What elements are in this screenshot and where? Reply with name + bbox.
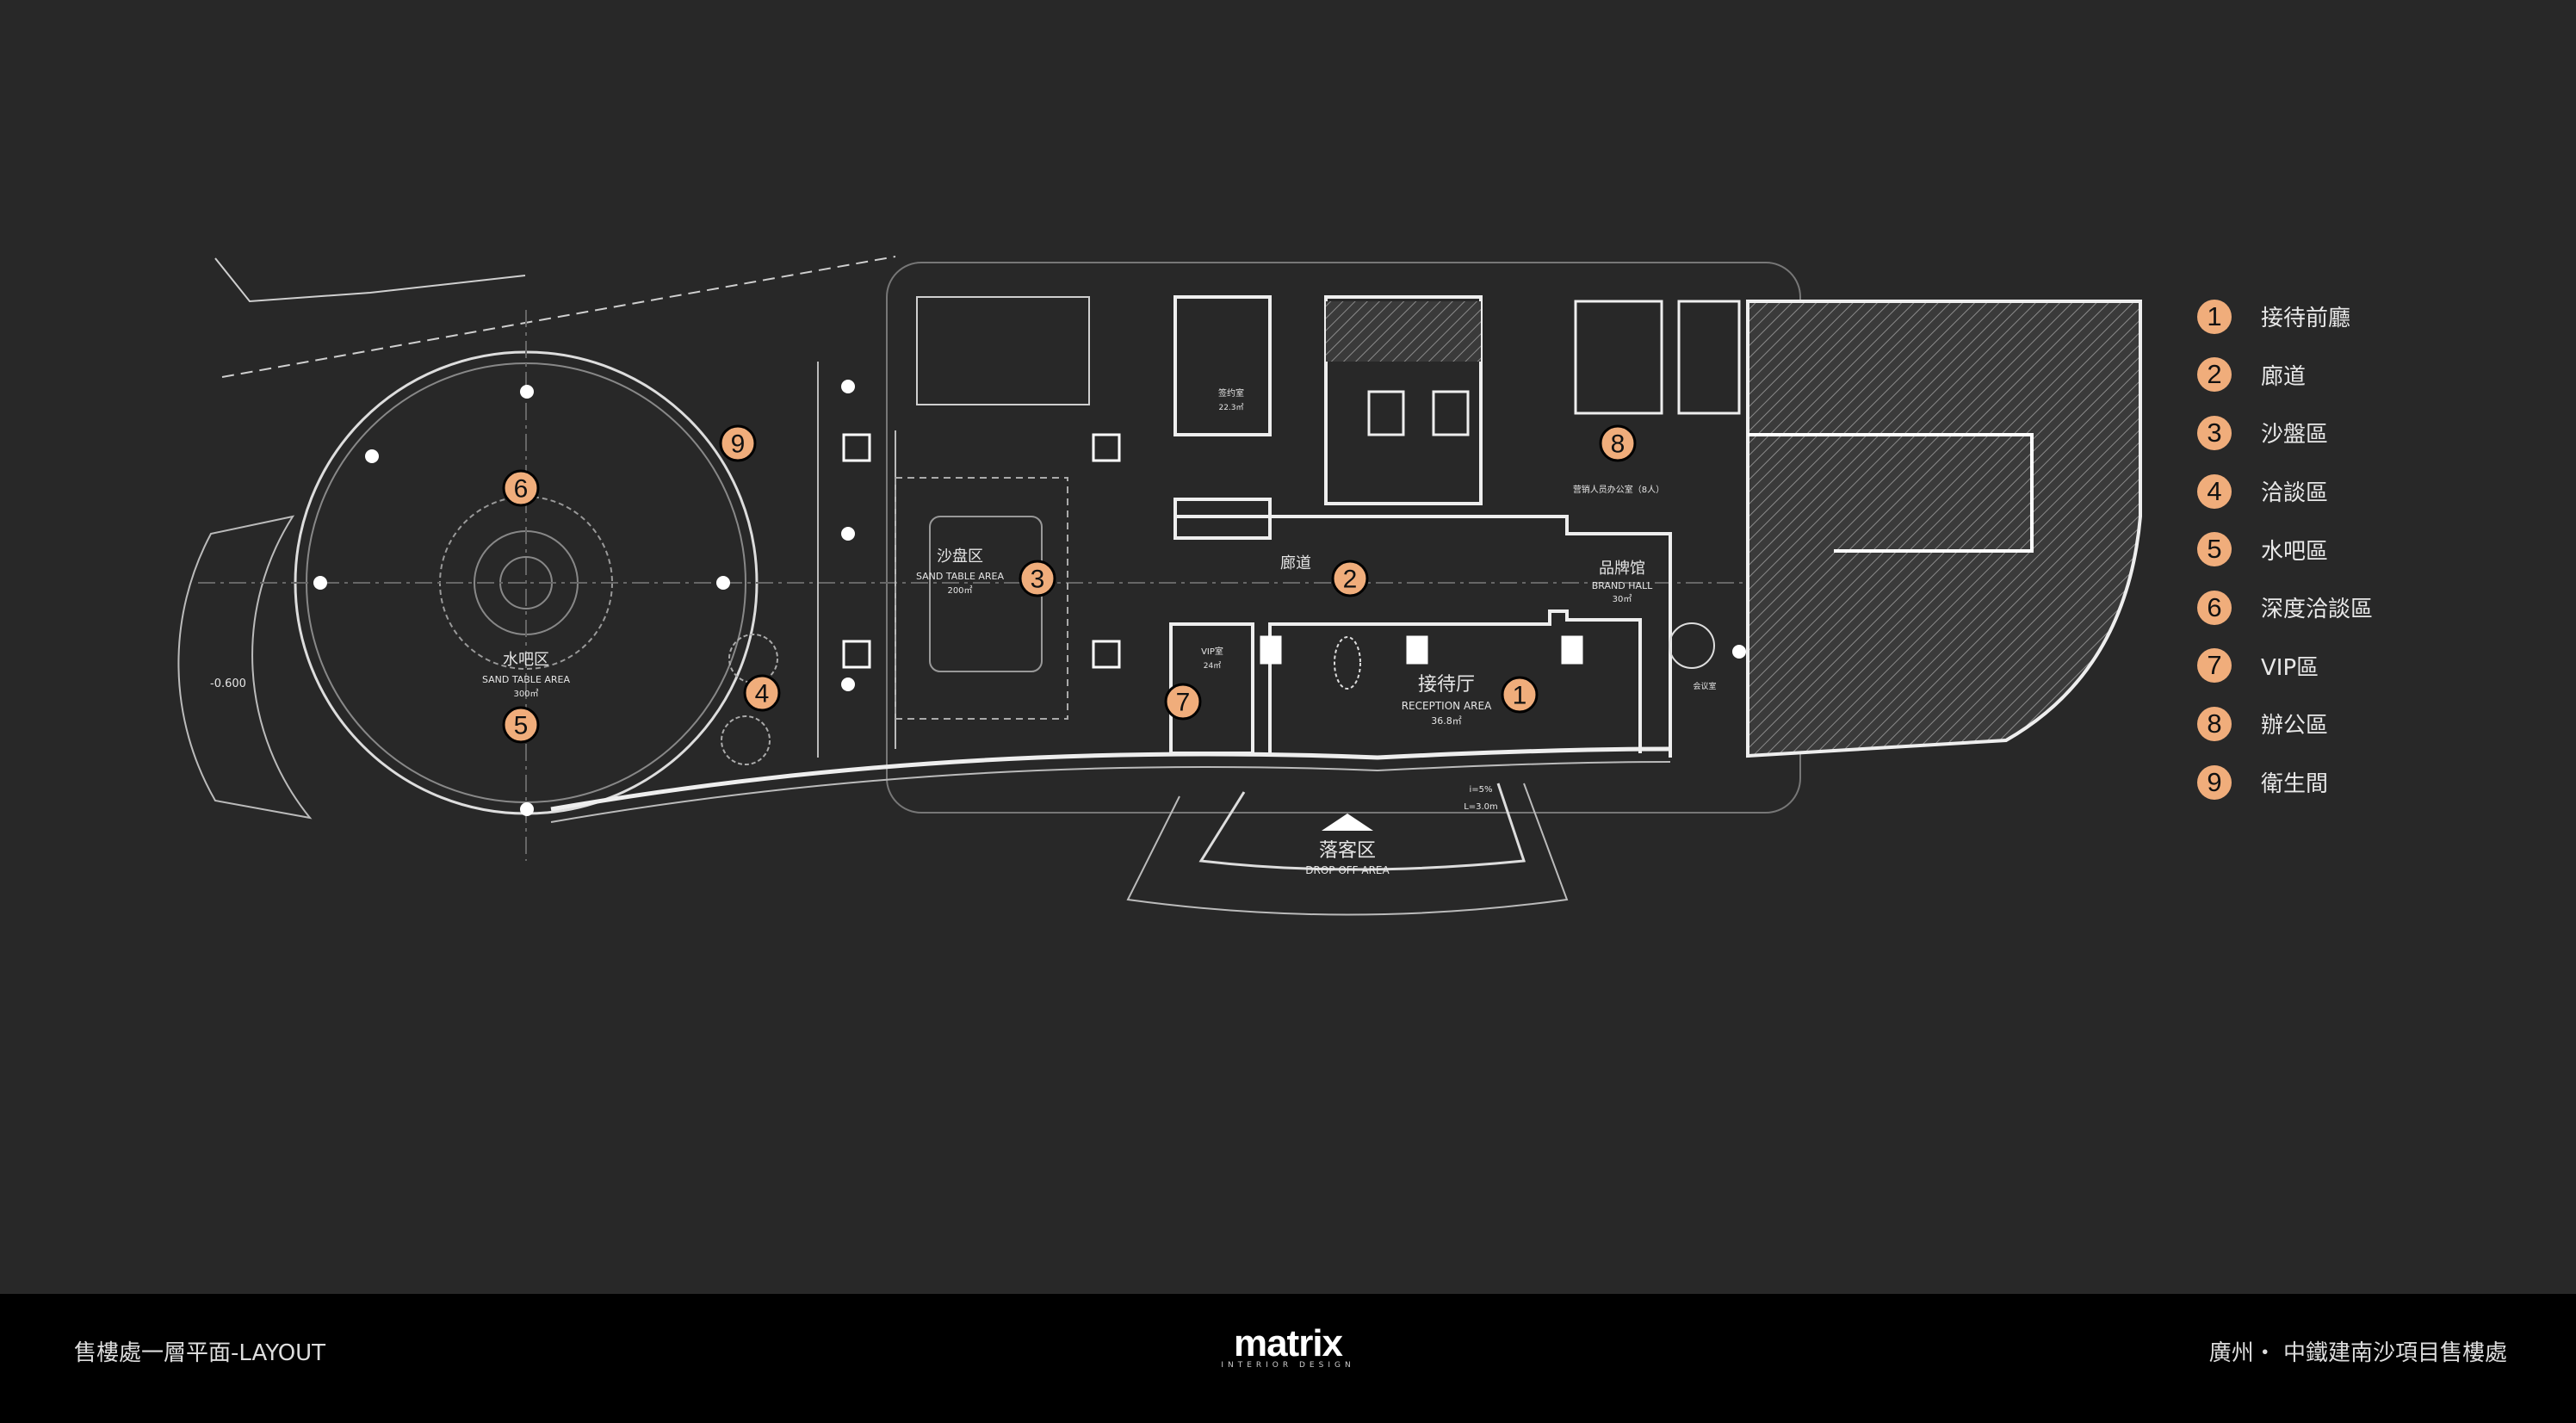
marker-7: 7 — [1164, 683, 1202, 721]
legend-badge: 1 — [2197, 299, 2232, 334]
marker-1: 1 — [1501, 676, 1539, 714]
floor-plan: 1 2 3 4 5 6 7 8 9 接待厅 RECEPTION AREA 36.… — [177, 256, 2142, 916]
sand-table-label: 沙盘区 — [937, 548, 983, 566]
legend-item: 5 水吧區 — [2197, 520, 2373, 578]
signing-room-label: 签约室 — [1218, 387, 1244, 399]
marker-4: 4 — [743, 674, 781, 712]
legend-badge: 2 — [2197, 357, 2232, 393]
legend-label: 水吧區 — [2261, 538, 2329, 565]
brand-hall-label: 品牌馆 — [1599, 560, 1645, 578]
legend-item: 4 洽談區 — [2197, 462, 2373, 521]
vip-room-size: 24㎡ — [1204, 661, 1221, 671]
bar-label: 水吧区 — [503, 651, 549, 669]
svg-text:9: 9 — [731, 430, 746, 459]
corridor-label: 廊道 — [1280, 554, 1311, 572]
legend-badge: 5 — [2197, 532, 2232, 567]
level-label: -0.600 — [210, 677, 246, 690]
svg-text:1: 1 — [1513, 682, 1527, 710]
legend-badge: 3 — [2197, 415, 2232, 450]
sand-table-size: 200㎡ — [947, 585, 972, 596]
reception-label: 接待厅 — [1418, 674, 1475, 696]
meeting-room-label: 会议室 — [1693, 681, 1716, 691]
svg-text:3: 3 — [1031, 566, 1045, 594]
vip-room-label: VIP室 — [1201, 646, 1223, 657]
footer-bar: 售樓處一層平面-LAYOUT matrix INTERIOR DESIGN 廣州… — [0, 1294, 2576, 1423]
sand-table-label-en: SAND TABLE AREA — [916, 571, 1005, 582]
legend-badge: 7 — [2197, 648, 2232, 684]
svg-text:5: 5 — [514, 712, 529, 740]
legend-item: 7 VIP區 — [2197, 637, 2373, 696]
logo-subtitle: INTERIOR DESIGN — [1221, 1361, 1355, 1370]
legend-label: 辦公區 — [2261, 713, 2329, 739]
legend-item: 6 深度洽談區 — [2197, 578, 2373, 637]
legend-badge: 4 — [2197, 473, 2232, 509]
reception-area-size: 36.8㎡ — [1431, 715, 1462, 727]
bar-label-en: SAND TABLE AREA — [482, 674, 571, 685]
legend-label: 接待前廳 — [2261, 306, 2351, 332]
legend-label: 洽談區 — [2261, 480, 2329, 507]
dropoff-label-en: DROP OFF AREA — [1305, 864, 1390, 876]
sheet-title: 售樓處一層平面-LAYOUT — [74, 1340, 326, 1366]
reception-label-en: RECEPTION AREA — [1402, 700, 1492, 712]
svg-text:2: 2 — [1343, 566, 1358, 594]
marker-6: 6 — [502, 469, 540, 507]
legend-label: 深度洽談區 — [2261, 597, 2374, 623]
svg-text:8: 8 — [1611, 430, 1625, 459]
dropoff-label: 落客区 — [1319, 840, 1376, 862]
legend: 1 接待前廳 2 廊道 3 沙盤區 4 洽談區 5 水吧區 6 深度洽談區 7 VIP區 8 辦… — [2197, 288, 2373, 811]
legend-badge: 8 — [2197, 706, 2232, 741]
legend-badge: 6 — [2197, 590, 2232, 625]
legend-label: VIP區 — [2261, 654, 2319, 681]
svg-text:7: 7 — [1176, 689, 1191, 717]
signing-room-size: 22.3㎡ — [1218, 403, 1243, 412]
ramp-length-label: L=3.0m — [1464, 802, 1498, 812]
marker-8: 8 — [1599, 424, 1637, 462]
legend-label: 衛生間 — [2261, 771, 2329, 798]
legend-item: 9 衛生間 — [2197, 753, 2373, 812]
legend-item: 1 接待前廳 — [2197, 288, 2373, 346]
brand-hall-label-en: BRAND HALL — [1592, 580, 1653, 591]
slope-label: i=5% — [1469, 785, 1492, 795]
marker-2: 2 — [1331, 560, 1369, 597]
logo-wordmark: matrix — [1233, 1322, 1343, 1364]
legend-badge: 9 — [2197, 764, 2232, 800]
brand-hall-size: 30㎡ — [1613, 594, 1632, 604]
marker-5: 5 — [502, 706, 540, 744]
matrix-logo: matrix INTERIOR DESIGN — [1219, 1322, 1357, 1370]
bar-size: 300㎡ — [513, 689, 538, 699]
legend-item: 8 辦公區 — [2197, 695, 2373, 753]
marker-9: 9 — [719, 424, 757, 462]
legend-item: 3 沙盤區 — [2197, 404, 2373, 462]
project-title: 廣州・ 中鐵建南沙項目售樓處 — [2208, 1340, 2507, 1366]
marker-3: 3 — [1019, 560, 1056, 597]
legend-label: 廊道 — [2261, 363, 2307, 390]
svg-text:4: 4 — [755, 680, 770, 708]
svg-text:6: 6 — [514, 475, 529, 504]
office-label: 营销人员办公室（8人） — [1573, 484, 1664, 495]
legend-label: 沙盤區 — [2261, 422, 2329, 449]
legend-item: 2 廊道 — [2197, 346, 2373, 405]
